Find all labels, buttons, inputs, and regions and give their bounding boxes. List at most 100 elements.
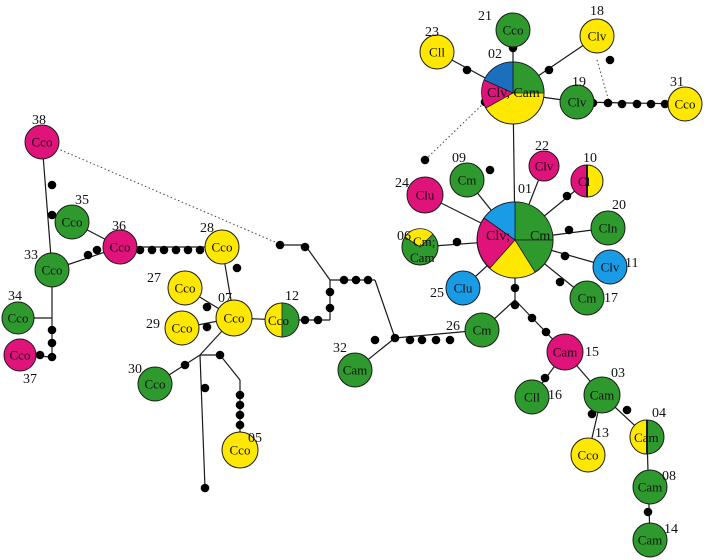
mutation-dot: [47, 180, 57, 190]
mutation-dot: [339, 275, 349, 285]
mutation-dot: [92, 245, 102, 255]
haplotype-circle: [449, 162, 485, 198]
hap-label: Cco: [175, 281, 196, 296]
hap-number: 01: [518, 182, 532, 197]
haplotype-circle: [137, 366, 173, 402]
mutation-dot: [275, 240, 285, 250]
hap-number: 29: [146, 317, 160, 332]
mutation-dot: [527, 313, 537, 323]
hap-label: Cam: [343, 363, 368, 378]
mutation-dot: [431, 335, 441, 345]
mutation-dot: [555, 277, 565, 287]
edge: [199, 354, 206, 489]
hap-number: 24: [395, 176, 409, 191]
haplotype-04: Cam 04: [629, 406, 666, 455]
haplotype-12: Cco 12: [264, 289, 300, 338]
hap-label: Cco: [172, 321, 193, 336]
hap-label: Clu: [416, 188, 435, 203]
mutation-dot: [147, 245, 157, 255]
haplotype-02: Clv, Cam 02: [481, 47, 545, 125]
mutation-dot: [300, 315, 310, 325]
haplotype-circle: [445, 270, 481, 306]
haplotype-circle: [592, 249, 628, 285]
haplotype-circle: [495, 12, 531, 48]
hap-number: 35: [75, 193, 89, 208]
haplotype-09: Cm 09: [449, 151, 485, 198]
mutation-dot: [643, 507, 653, 517]
hap-label: Cm: [458, 173, 477, 188]
hap-number: 07: [218, 291, 232, 306]
dotted-link-18: [596, 59, 611, 106]
mutation-dot: [541, 327, 551, 337]
hap-label: Cam: [410, 250, 435, 265]
hap-label: Clv, Cam: [487, 86, 540, 101]
hap-number: 10: [583, 151, 597, 166]
haplotype-circle: [464, 312, 500, 348]
mutation-dot: [159, 245, 169, 255]
haplotype-circle: [221, 431, 259, 469]
mutation-dot: [171, 245, 181, 255]
hap-number: 34: [8, 289, 22, 304]
hap-number: 37: [23, 372, 37, 387]
hap-number: 06: [397, 229, 411, 244]
hap-label: Cm: [530, 229, 550, 244]
hap-label: Cco: [675, 97, 696, 112]
mutation-dot: [405, 335, 415, 345]
haplotype-circle: [583, 376, 621, 414]
hap-number: 17: [604, 291, 618, 306]
hap-number: 38: [32, 113, 46, 128]
mutation-dot: [235, 400, 245, 410]
hap-number: 19: [572, 75, 586, 90]
mutation-dot: [417, 335, 427, 345]
mutation-dot: [35, 350, 45, 360]
hap-number: 14: [664, 522, 678, 537]
haplotype-circle: [579, 18, 615, 54]
hap-label: Cco: [110, 240, 131, 255]
mutation-dot: [300, 242, 310, 252]
mutation-dot: [313, 315, 323, 325]
hap-number: 33: [24, 248, 38, 263]
hap-number: 31: [670, 75, 684, 90]
hap-number: 11: [625, 256, 638, 271]
mutation-dot: [363, 275, 373, 285]
haplotype-circle: [514, 379, 550, 415]
mutation-dot: [622, 405, 632, 415]
haplotype-circle: [337, 352, 373, 388]
mutation-dot: [390, 333, 400, 343]
haplotype-31: Cco 31: [667, 75, 703, 122]
mutation-dot: [660, 99, 670, 109]
haplotype-01: Clv; Cm 01: [476, 182, 554, 279]
hap-number: 09: [452, 151, 466, 166]
mutation-dot: [235, 390, 245, 400]
mutation-dot: [325, 303, 335, 313]
mutation-dot: [215, 350, 225, 360]
hap-number: 03: [611, 366, 625, 381]
hap-number: 23: [425, 25, 439, 40]
mutation-dot: [540, 373, 550, 383]
haplotype-29: Cco 29: [146, 310, 200, 346]
hap-number: 05: [248, 431, 262, 446]
mutation-dot: [370, 335, 380, 345]
haplotype-circle: [546, 333, 584, 371]
mutation-dot: [462, 65, 472, 75]
hap-label: Clu: [454, 281, 473, 296]
mutation-dot: [544, 65, 554, 75]
hap-label: Cm: [578, 291, 597, 306]
hap-label: Cam: [638, 480, 663, 495]
haplotype-circle: [3, 338, 37, 372]
hap-label: Cll: [524, 390, 540, 405]
mutation-dot: [452, 237, 462, 247]
haplotype-circle: [559, 84, 595, 120]
mutation-dot: [195, 245, 205, 255]
